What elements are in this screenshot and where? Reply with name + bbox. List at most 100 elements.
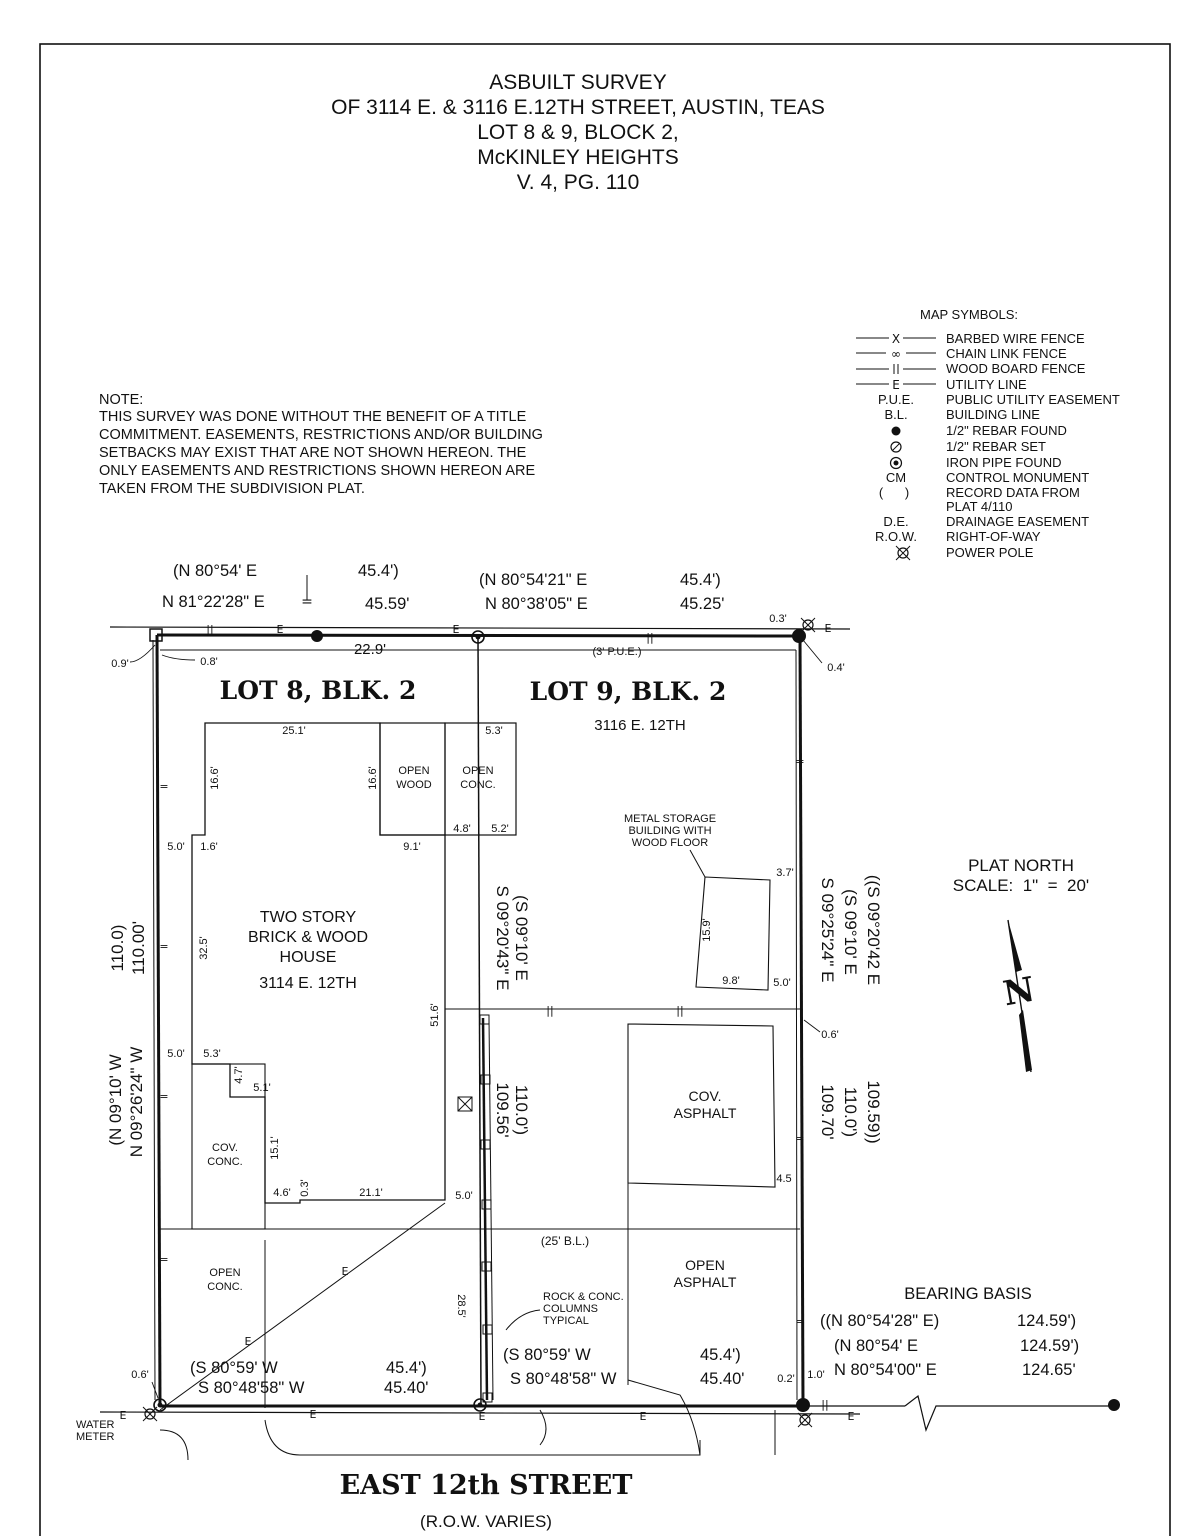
iron-pipe-icon <box>889 456 903 470</box>
water-meter-label: WATER <box>76 1419 115 1431</box>
distance-text: 124.59') <box>1020 1337 1079 1355</box>
rebar-found-icon <box>1108 1399 1120 1411</box>
legend-symbol-utility-line: E <box>856 377 936 392</box>
cov-conc-label: COV. <box>212 1142 238 1154</box>
two-story-house: TWO STORY BRICK & WOOD HOUSE 3114 E. 12T… <box>191 722 446 1204</box>
dim-label: 5.3' <box>485 725 502 737</box>
svg-text:E: E <box>479 1410 486 1423</box>
legend-label: 1/2" REBAR FOUND <box>946 423 1067 438</box>
legend-symbol-bl: B.L. <box>884 407 907 422</box>
distance-text: 110.0) <box>108 925 127 972</box>
dim-label: 25.1' <box>282 725 306 737</box>
dim-label: 28.5' <box>455 1294 467 1318</box>
ac-unit-icon <box>457 1096 473 1112</box>
open-decks: OPEN WOOD OPEN CONC. <box>379 722 517 836</box>
bearing-text: (N 80°54'21" E <box>479 571 587 589</box>
rebar-found-icon <box>792 629 806 643</box>
dim-label: 3.7' <box>776 867 793 879</box>
house-label-line1: TWO STORY <box>260 909 357 926</box>
dim-label: 1.6' <box>200 841 217 853</box>
mid-line-bearings: (S 09°10' E S 09°20'43" E 110.0') 109.56… <box>493 886 531 1138</box>
dim-label: 0.3' <box>299 1179 311 1196</box>
legend-label: 1/2" REBAR SET <box>946 439 1046 454</box>
dim-label: 5.0' <box>167 841 184 853</box>
svg-text:E: E <box>277 623 284 636</box>
legend-label: UTILITY LINE <box>946 377 1027 392</box>
east-line-bearings: ((S 09°20'42 E (S 09°10' E S 09°25'24" E… <box>818 875 883 1144</box>
bearing-text: ((S 09°20'42 E <box>864 875 883 985</box>
open-wood-label: WOOD <box>396 779 431 791</box>
dim-label: 22.9' <box>354 641 386 658</box>
svg-text:=: = <box>795 755 804 768</box>
dim-label: 4.5 <box>776 1173 791 1185</box>
svg-text:∞: ∞ <box>891 347 901 361</box>
bearing-text: S 09°20'43" E <box>493 886 512 991</box>
dim-label: 32.5' <box>198 936 210 960</box>
house-label-line2: BRICK & WOOD <box>248 929 368 946</box>
bearing-text: N 81°22'28" E <box>162 593 265 611</box>
power-pole-icon <box>142 1406 158 1422</box>
line-markers: || E E || E = = = = = = = || || E E E E … <box>120 575 855 1423</box>
svg-text:E: E <box>120 1409 127 1422</box>
legend-heading: MAP SYMBOLS: <box>920 307 1018 322</box>
legend-label: RECORD DATA FROM <box>946 485 1080 500</box>
legend-label: RIGHT-OF-WAY <box>946 529 1041 544</box>
iron-pipe-icon <box>471 630 485 644</box>
svg-text:E: E <box>825 622 832 635</box>
corner-monuments <box>142 617 1120 1428</box>
note-line: THIS SURVEY WAS DONE WITHOUT THE BENEFIT… <box>99 409 527 425</box>
svg-text:E: E <box>453 623 460 636</box>
distance-text: 45.59' <box>365 595 409 613</box>
bearing-text: ((N 80°54'28" E) <box>820 1312 939 1330</box>
dim-label: 5.2' <box>491 823 508 835</box>
legend-symbol-row: R.O.W. <box>875 529 917 544</box>
power-pole-icon <box>895 545 911 561</box>
building-line-label: (25' B.L.) <box>541 1234 589 1248</box>
distance-text: 110.0') <box>841 1087 860 1137</box>
distance-text: 110.00' <box>129 921 148 975</box>
scale-label: SCALE: 1" = 20' <box>953 876 1089 895</box>
distance-text: 110.0') <box>512 1085 531 1135</box>
bearing-text: S 80°48'58" W <box>198 1379 305 1397</box>
rebar-found-icon <box>311 630 323 642</box>
distance-text: 124.65' <box>1022 1361 1076 1379</box>
svg-text:=: = <box>795 1132 804 1145</box>
row-label: (R.O.W. VARIES) <box>420 1512 552 1531</box>
title-line-2: OF 3114 E. & 3116 E.12TH STREET, AUSTIN,… <box>331 96 825 119</box>
north-arrow-icon <box>1007 919 1032 1073</box>
rock-columns-label: ROCK & CONC. <box>543 1291 624 1303</box>
dim-label: 5.0' <box>455 1190 472 1202</box>
map-symbols-legend: MAP SYMBOLS: X BARBED WIRE FENCE ∞ CHAIN… <box>856 307 1120 561</box>
svg-text:||: || <box>646 631 653 644</box>
open-asphalt-label: OPEN <box>685 1257 725 1273</box>
legend-label: BUILDING LINE <box>946 407 1040 422</box>
dim-label: 5.1' <box>253 1082 270 1094</box>
title-line-4: McKINLEY HEIGHTS <box>477 146 679 169</box>
rebar-set-icon <box>890 441 902 453</box>
water-meter-label: METER <box>76 1431 115 1443</box>
svg-text:=: = <box>795 1315 804 1328</box>
street-name: EAST 12th STREET <box>340 1470 633 1501</box>
sheet-border <box>39 43 1171 1536</box>
bearing-text: N 80°54'00" E <box>834 1361 937 1379</box>
bearing-text: (N 80°54' E <box>834 1337 918 1355</box>
note-line: ONLY EASEMENTS AND RESTRICTIONS SHOWN HE… <box>99 463 535 479</box>
rebar-found-icon <box>891 426 901 436</box>
bearing-text: S 09°25'24" E <box>818 878 837 983</box>
svg-text:X: X <box>892 332 900 346</box>
dim-label: 5.0' <box>167 1048 184 1060</box>
distance-text: 109.70' <box>818 1084 837 1139</box>
paved-areas: COV. ASPHALT OPEN ASPHALT <box>627 1023 776 1385</box>
note-line: COMMITMENT. EASEMENTS, RESTRICTIONS AND/… <box>99 427 543 443</box>
svg-text:E: E <box>342 1265 349 1278</box>
street-labels: EAST 12th STREET (R.O.W. VARIES) <box>340 1470 633 1531</box>
rock-columns-wall: ROCK & CONC. COLUMNS TYPICAL <box>457 1014 624 1403</box>
distance-text: 109.59)) <box>864 1080 883 1143</box>
distance-text: 45.40' <box>384 1379 428 1397</box>
svg-text:||: || <box>546 1004 553 1017</box>
legend-label: POWER POLE <box>946 545 1034 560</box>
svg-text:=: = <box>159 940 168 953</box>
title-line-1: ASBUILT SURVEY <box>489 71 666 94</box>
svg-text:||: || <box>821 1398 828 1411</box>
